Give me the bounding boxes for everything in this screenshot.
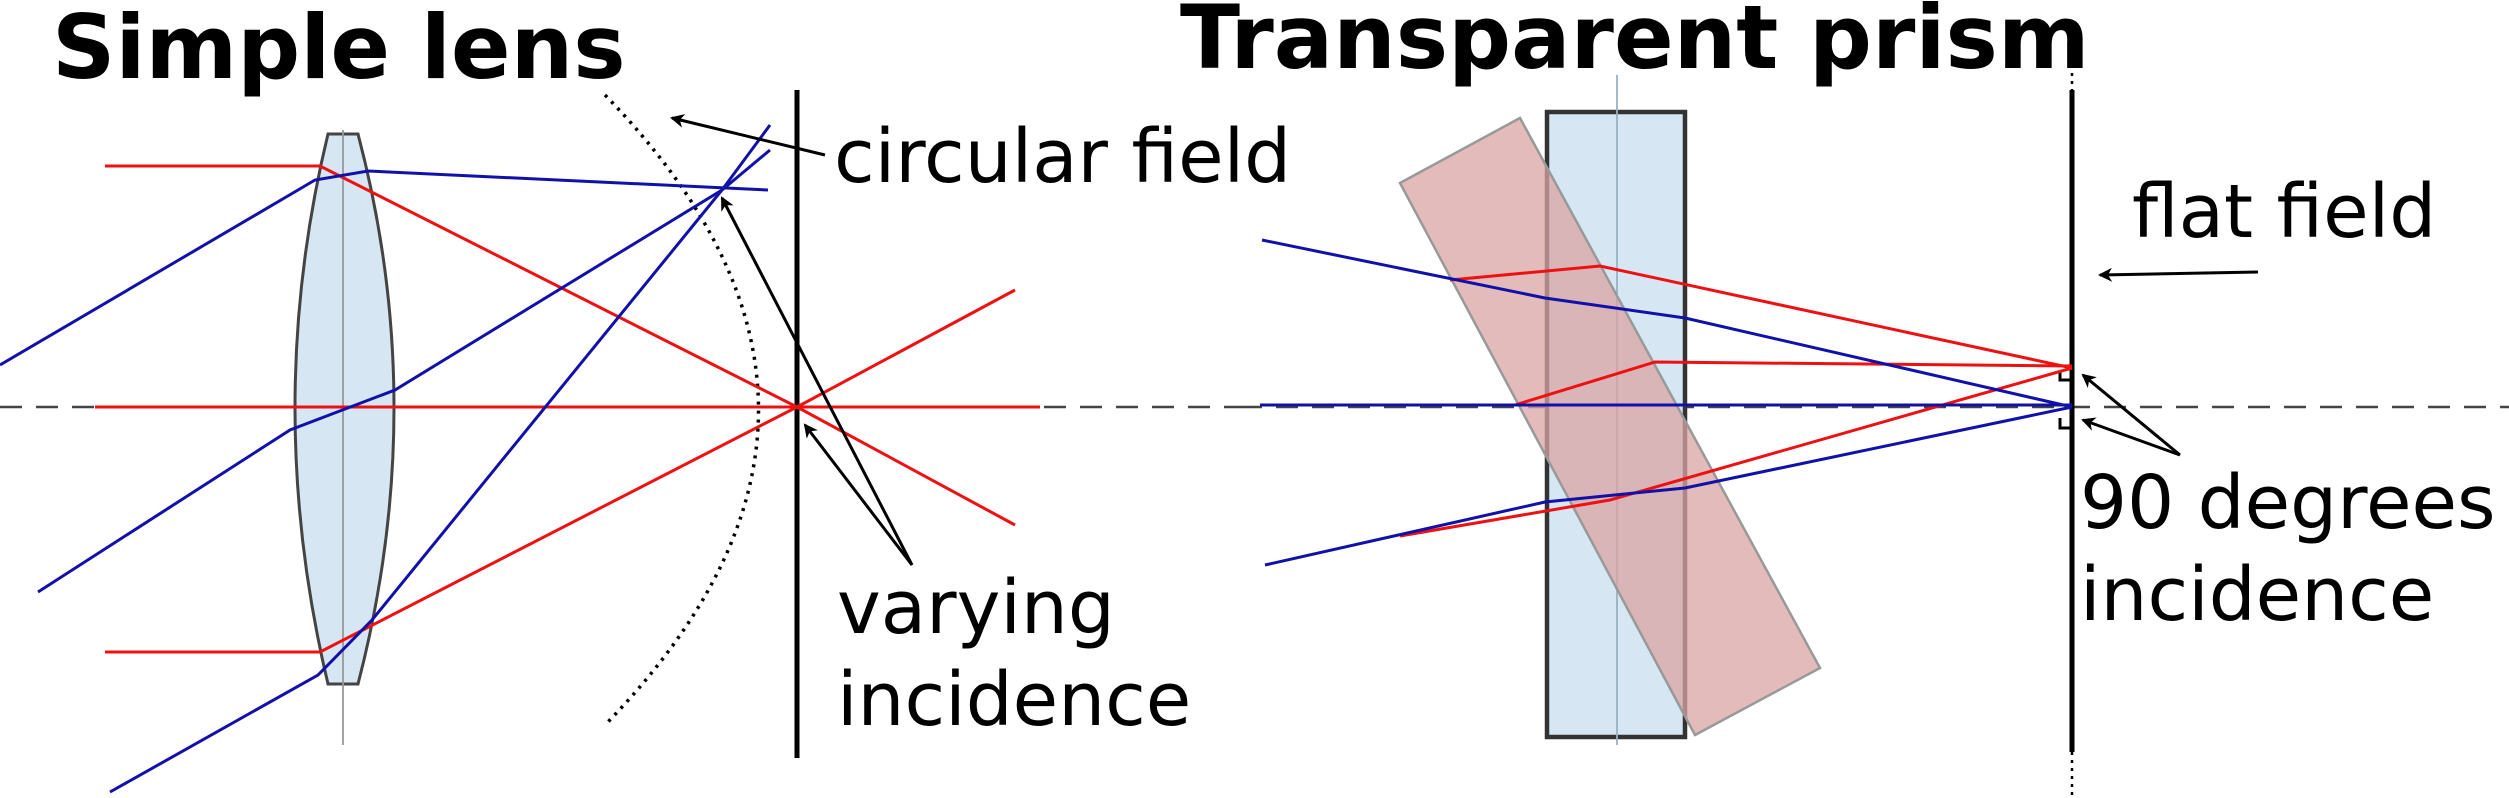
label-varying-incidence: incidence [837, 657, 1191, 743]
blue-rays-right [1260, 238, 2073, 567]
blue-ray-mid [37, 148, 771, 594]
title-transparent-prism: Transparent prism [1180, 0, 2090, 89]
arrow-circular-field [670, 114, 826, 157]
simple-lens-panel: circular field varying incidence [0, 90, 1291, 794]
label-90-degrees-incidence: incidence [2080, 552, 2434, 638]
label-varying: varying [837, 565, 1115, 651]
red-ray-top [105, 164, 1016, 527]
label-circular-field: circular field [834, 114, 1291, 200]
arrow-flat-field [2098, 267, 2259, 282]
blue-ray-upper [1261, 238, 2073, 409]
red-ray-middle [1514, 360, 2073, 407]
annotation-arrows-right [2081, 267, 2259, 457]
right-angle-mark-upper [2058, 372, 2072, 382]
red-ray-bottom [105, 288, 1016, 654]
arrow-varying-incidence-top [720, 196, 914, 566]
red-ray-lower [1399, 366, 2073, 538]
right-angle-mark-lower [2058, 418, 2072, 430]
blue-ray-lower [109, 124, 772, 794]
label-90-degrees: 90 degrees [2080, 460, 2496, 546]
red-rays-right [1399, 264, 2073, 538]
blue-rays-left [0, 124, 772, 794]
red-ray-upper [1449, 264, 2073, 370]
label-flat-field: flat field [2132, 169, 2436, 255]
title-simple-lens: Simple lens [52, 0, 626, 99]
blue-ray-lower [1264, 405, 2073, 567]
tilted-prism [1398, 116, 1822, 737]
arrow-90-degrees-upper [2081, 373, 2181, 457]
blue-ray-upper-chief [0, 169, 769, 367]
arrow-90-degrees-lower [2081, 417, 2181, 457]
transparent-prism-panel: flat field 90 degrees incidence [1240, 65, 2509, 798]
annotation-arrows-left [670, 114, 914, 566]
red-rays-left [95, 164, 1040, 654]
arrow-varying-incidence-axis [803, 423, 914, 566]
